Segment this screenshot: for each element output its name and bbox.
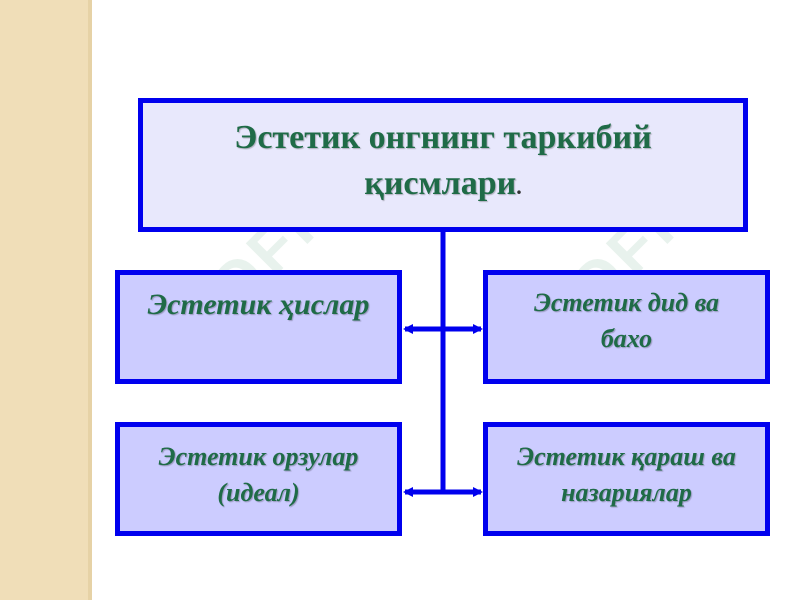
node-esthetic-views: Эстетик қараш ва назариялар — [483, 422, 770, 536]
title-line-2-text: қисмлари — [364, 165, 517, 202]
node-label-line-2: назариялар — [561, 478, 692, 507]
title-line-2: қисмлари. — [143, 161, 743, 210]
node-esthetic-ideals: Эстетик орзулар (идеал) — [115, 422, 402, 536]
node-esthetic-taste: Эстетик дид ва бахо — [483, 270, 770, 384]
title-line-1: Эстетик онгнинг таркибий — [234, 119, 652, 156]
node-label-line-2: (идеал) — [217, 478, 300, 507]
node-label-line-1: Эстетик дид ва — [533, 288, 720, 317]
node-label: Эстетик ҳислар — [147, 288, 370, 321]
diagram-title-box: Эстетик онгнинг таркибий қисмлари. — [138, 98, 748, 232]
node-label-line-2: бахо — [600, 324, 653, 353]
title-suffix: . — [516, 174, 522, 199]
node-esthetic-feelings: Эстетик ҳислар — [115, 270, 402, 384]
node-label-line-1: Эстетик орзулар — [158, 442, 359, 471]
left-band-edge — [88, 0, 92, 600]
left-decorative-band — [0, 0, 88, 600]
node-label-line-1: Эстетик қараш ва — [517, 442, 736, 471]
